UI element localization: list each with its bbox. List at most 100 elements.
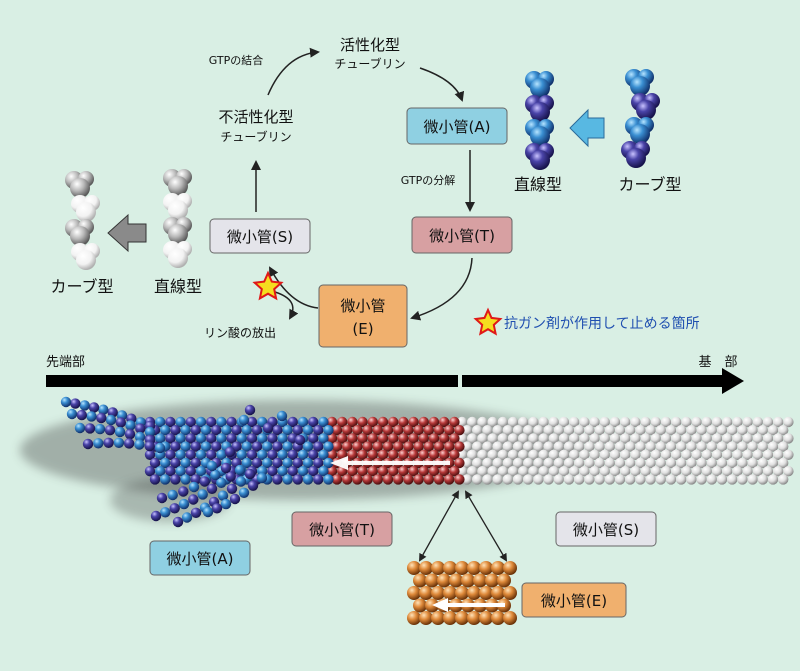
plus-end-label: 先端部 [46, 355, 85, 370]
tubulin-subunit [431, 611, 445, 625]
tubulin-subunit [599, 466, 610, 477]
tubulin-dimer [70, 226, 90, 246]
tubulin-subunit [757, 425, 768, 436]
tubulin-subunit [762, 433, 774, 444]
tubulin-subunit [467, 561, 481, 575]
tubulin-subunit [650, 433, 661, 444]
tubulin-subunit [773, 416, 784, 428]
tubulin-subunit [413, 425, 424, 436]
tubulin-subunit [156, 492, 168, 504]
tubulin-subunit [362, 441, 373, 452]
tubulin-subunit [185, 416, 196, 428]
tubulin-subunit [722, 433, 733, 444]
tubulin-subunit [195, 416, 207, 428]
tubulin-subunit [180, 457, 191, 469]
tubulin-subunit [711, 433, 723, 444]
tubulin-dimer [626, 148, 646, 168]
tubulin-subunit [367, 449, 378, 460]
tubulin-dimer [530, 126, 550, 146]
microtubule-lattice [60, 396, 794, 528]
tubulin-dimer [76, 250, 96, 270]
tubulin-subunit [492, 457, 503, 469]
tubulin-subunit [190, 441, 201, 452]
tubulin-subunit [439, 416, 450, 428]
tubulin-subunit [318, 433, 329, 444]
tubulin-subunit [640, 416, 651, 428]
tubulin-subunit [425, 573, 439, 588]
tubulin-subunit [752, 466, 763, 477]
arrow-phosphate [274, 291, 299, 320]
tubulin-subunit [518, 433, 529, 444]
box-mt-t: 微小管(T) [411, 216, 513, 254]
tubulin-subunit [686, 457, 697, 469]
tubulin-subunit [160, 425, 171, 436]
tubulin-subunit [665, 474, 677, 485]
tubulin-subunit [630, 433, 641, 444]
tubulin-subunit [528, 449, 539, 460]
tubulin-subunit [428, 433, 440, 444]
tubulin-subunit [691, 466, 702, 477]
tubulin-subunit [533, 441, 544, 452]
tubulin-subunit [282, 441, 293, 452]
tubulin-subunit [503, 611, 517, 625]
tubulin-subunit [523, 441, 534, 452]
box-mt-t-label: 微小管(T) [429, 227, 495, 245]
tubulin-subunit [553, 425, 564, 436]
tubulin-subunit [60, 396, 72, 408]
tubulin-subunit [512, 457, 524, 469]
tubulin-subunit [492, 474, 503, 485]
tubulin-subunit [170, 457, 181, 469]
tubulin-subunit [783, 449, 794, 460]
tubulin-subunit [170, 441, 181, 452]
curved-gray-label: カーブ型 [50, 277, 113, 296]
gray-conversion-arrow [107, 213, 147, 253]
tubulin-subunit [620, 416, 631, 428]
tubulin-subunit [170, 425, 181, 436]
tubulin-dimer [530, 102, 550, 122]
tubulin-subunit [428, 416, 440, 428]
tubulin-subunit [439, 449, 450, 460]
tubulin-subunit [247, 480, 259, 491]
tubulin-subunit [762, 449, 774, 460]
tubulin-subunit [742, 433, 753, 444]
tubulin-subunit [236, 449, 247, 460]
tubulin-subunit [757, 474, 768, 485]
tubulin-subunit [589, 433, 600, 444]
tubulin-subunit [518, 449, 529, 460]
tubulin-subunit [297, 466, 309, 477]
tubulin-subunit [287, 416, 298, 428]
tubulin-subunit [224, 446, 236, 458]
tubulin-subunit [650, 449, 661, 460]
tubulin-subunit [518, 466, 529, 477]
tubulin-subunit [342, 441, 353, 452]
tubulin-subunit [170, 474, 181, 485]
tubulin-subunit [437, 573, 451, 588]
tubulin-subunit [431, 586, 445, 600]
tubulin-subunit [487, 449, 498, 460]
tubulin-subunit [175, 433, 186, 444]
tubulin-subunit [773, 449, 784, 460]
tubulin-subunit [393, 474, 404, 485]
tubulin-subunit [454, 425, 465, 436]
tubulin-subunit [660, 416, 672, 428]
tubulin-subunit [352, 441, 363, 452]
tubulin-subunit [236, 433, 247, 444]
tubulin-subunit [199, 476, 210, 487]
tubulin-subunit [294, 434, 306, 446]
tubulin-subunit [456, 449, 468, 460]
tubulin-subunit [105, 414, 117, 426]
tubulin-subunit [419, 586, 433, 600]
tubulin-subunit [408, 416, 419, 428]
tubulin-dimer [168, 248, 188, 268]
tubulin-subunit [569, 416, 580, 428]
tubulin-subunit [620, 449, 631, 460]
tubulin-subunit [407, 586, 421, 600]
tubulin-subunit [543, 457, 554, 469]
tubulin-subunit [660, 433, 672, 444]
tubulin-subunit [211, 425, 222, 436]
tubulin-subunit [388, 449, 399, 460]
tubulin-subunit [604, 441, 615, 452]
tubulin-subunit [115, 417, 127, 428]
tubulin-subunit [155, 466, 166, 477]
